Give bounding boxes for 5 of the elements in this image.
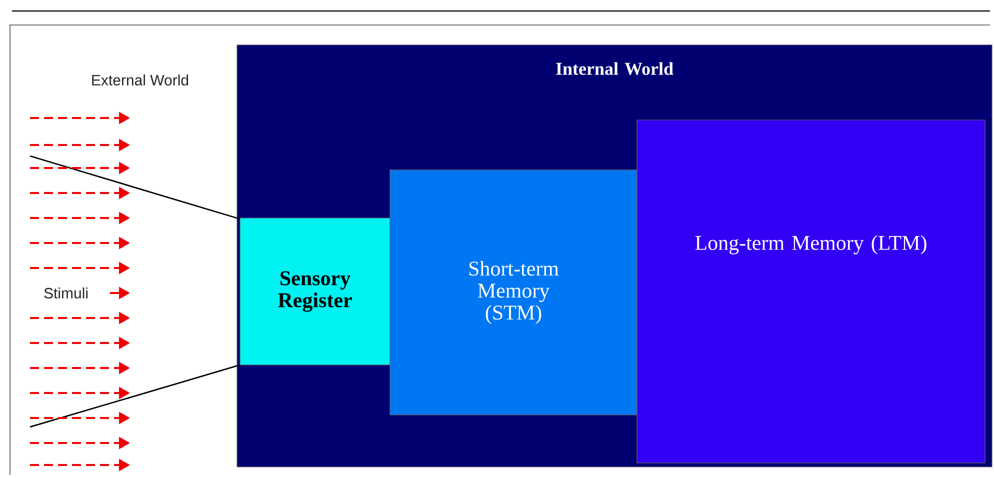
memory-box: Long-term Memory (LTM) [636,120,986,464]
memory-box: Short-term Memory (STM) [390,170,638,416]
stimuli-label: Stimuli [42,286,90,300]
region-label: External World [90,73,190,86]
register-box: Sensory Register [240,218,390,366]
